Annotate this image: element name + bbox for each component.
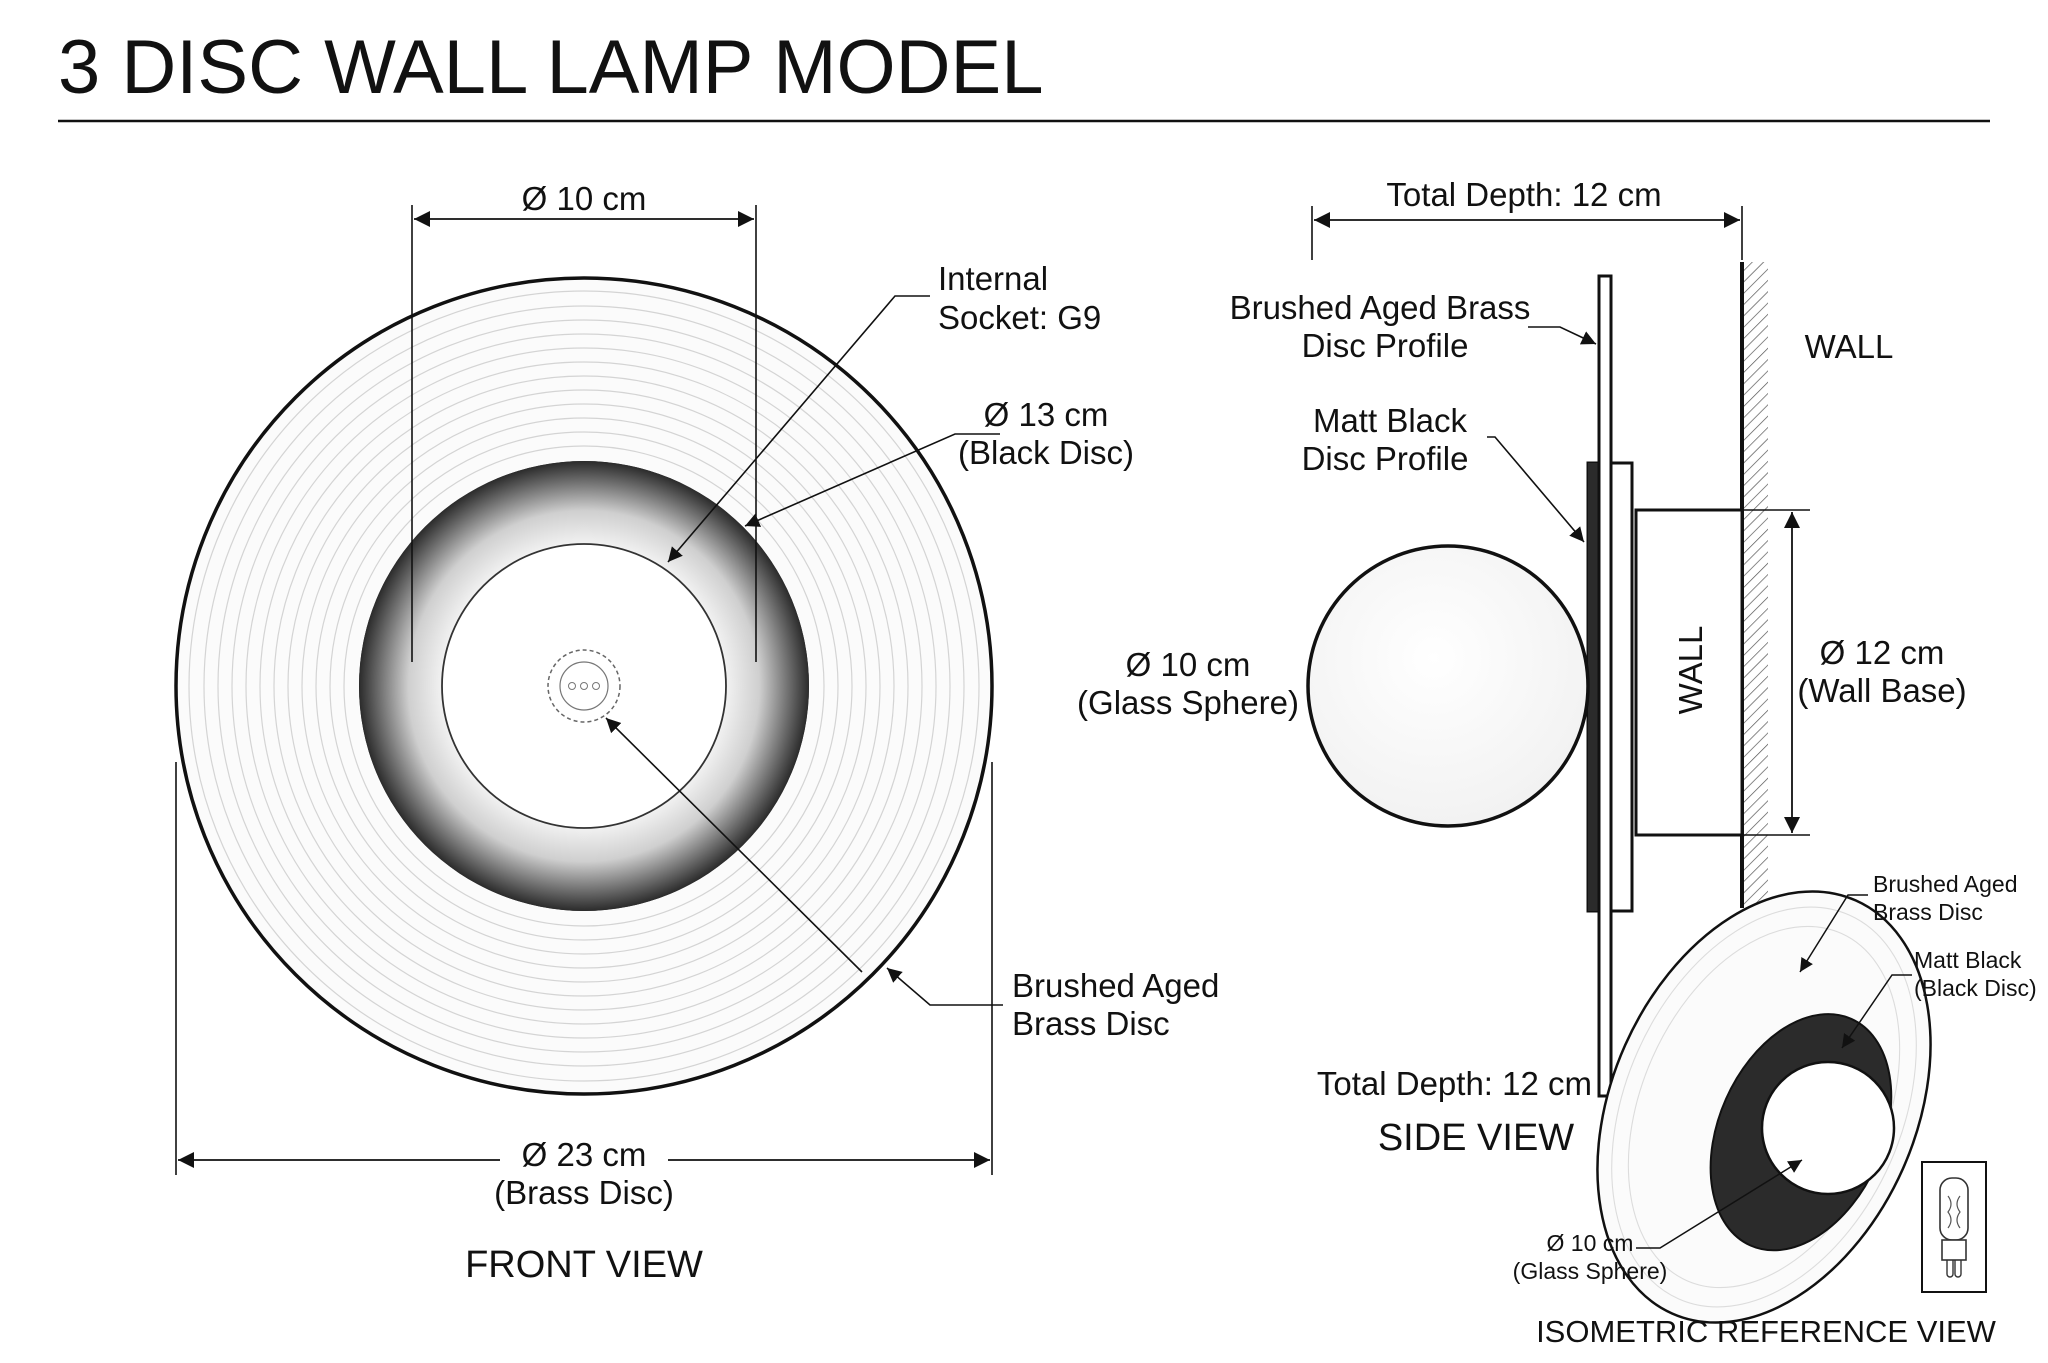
brass-profile-leader [1528,326,1597,345]
iso-sphere-value: Ø 10 cm [1547,1230,1634,1256]
brass-disc-label-line1: Brushed Aged [1012,967,1219,1004]
black-profile-line1: Matt Black [1313,402,1468,439]
center-leader [605,717,863,973]
brass-texture [188,290,980,1082]
iso-black-line1: Matt Black [1914,947,2022,973]
iso-brass-leader [1799,894,1868,973]
brass-disc-profile [1597,274,1613,1098]
black-profile-leader [1487,436,1585,543]
brass-disc-label-line2: Brass Disc [1012,1005,1170,1042]
wall-vertical-label: WALL [1672,626,1709,715]
dim-brass-note: (Brass Disc) [494,1174,674,1211]
g9-bulb-icon [1921,1161,1987,1293]
base-value: Ø 12 cm [1820,634,1945,671]
brass-profile-line2: Disc Profile [1302,327,1469,364]
dim-brass-value: Ø 23 cm [522,1136,647,1173]
depth-top-label: Total Depth: 12 cm [1386,176,1661,213]
iso-glass-sphere [1760,1060,1896,1196]
sphere-value: Ø 10 cm [1126,646,1251,683]
socket-leader [667,295,930,563]
iso-view-label: ISOMETRIC REFERENCE VIEW [1536,1314,1997,1349]
iso-brass-line2: Brass Disc [1873,899,1983,925]
socket-label-line1: Internal [938,260,1048,297]
side-view: Total Depth: 12 cm WALL WALL Ø 12 cm (Wa… [1077,176,1967,1159]
wall-base [1634,508,1744,837]
iso-brass-line1: Brushed Aged [1873,871,2018,897]
wall-hatch [1744,262,1768,908]
black-disc-leader [744,433,1000,527]
black-disc-edge [1588,463,1600,911]
sphere-note: (Glass Sphere) [1077,684,1299,721]
black-disc-value: Ø 13 cm [984,396,1109,433]
black-disc-note: (Black Disc) [958,434,1134,471]
side-view-label: SIDE VIEW [1378,1117,1574,1159]
socket-inner [559,661,609,711]
glass-sphere-side [1306,544,1590,828]
glass-sphere-front [441,543,727,829]
brass-profile-line1: Brushed Aged Brass [1230,289,1531,326]
front-view-label: FRONT VIEW [465,1244,703,1286]
iso-view: Brushed Aged Brass Disc Matt Black (Blac… [1513,871,2037,1349]
dim-inner-label: Ø 10 cm [522,180,647,217]
iso-sphere-note: (Glass Sphere) [1513,1258,1668,1284]
wall-label: WALL [1805,328,1894,365]
base-note: (Wall Base) [1797,672,1966,709]
page-title: 3 DISC WALL LAMP MODEL [58,25,1044,110]
black-profile-line2: Disc Profile [1302,440,1469,477]
iso-sphere-leader [1636,1159,1803,1249]
iso-black-leader [1841,974,1912,1049]
brass-disc-leader [886,967,1003,1006]
socket-outer [547,649,621,723]
front-view: Ø 10 cm Ø 23 cm (Brass Disc) Internal So… [174,180,1219,1286]
depth-bottom-label: Total Depth: 12 cm [1317,1065,1592,1102]
socket-label-line2: Socket: G9 [938,299,1101,336]
iso-black-line2: (Black Disc) [1914,975,2037,1001]
